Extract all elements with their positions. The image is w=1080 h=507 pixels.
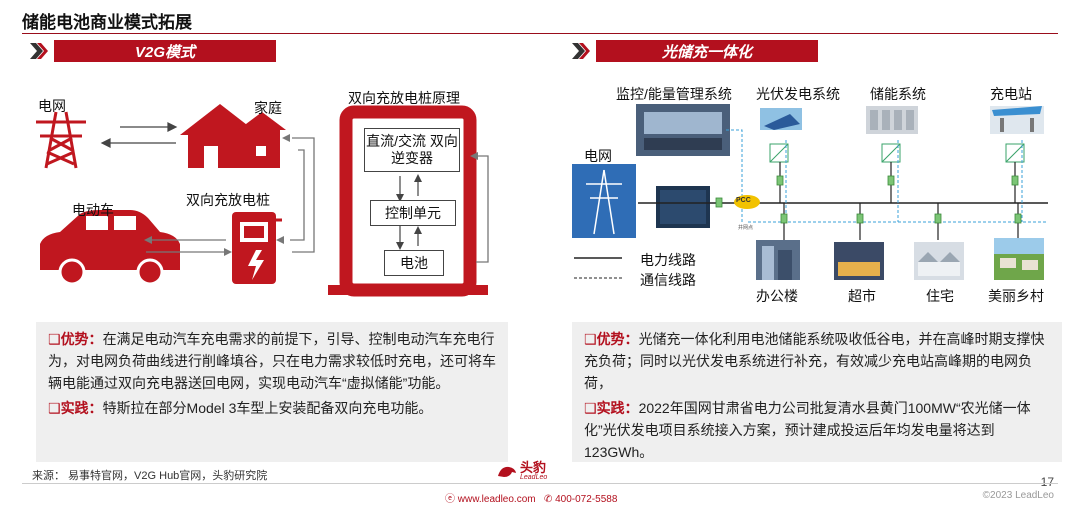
footer-contact: ⓔ www.leadleo.com ✆ 400-072-5588 xyxy=(445,490,617,505)
website-link[interactable]: www.leadleo.com xyxy=(457,494,536,505)
left-section-title: V2G模式 xyxy=(54,40,276,62)
page-number: 17 xyxy=(1040,475,1054,489)
left-advantage: ❑优势：在满足电动汽车充电需求的前提下，引导、控制电动汽车充电行为，对电网负荷曲… xyxy=(48,331,496,391)
web-icon: ⓔ xyxy=(445,494,455,505)
label-home: 家庭 xyxy=(254,100,282,116)
leadleo-logo: 头豹 LeadLeo xyxy=(497,461,547,481)
left-section-header: V2G模式 xyxy=(30,40,276,62)
leopard-logo-icon xyxy=(498,466,516,477)
label-station: 充电站 xyxy=(990,86,1032,102)
label-grid: 电网 xyxy=(38,98,66,114)
label-office: 办公楼 xyxy=(756,288,798,304)
charger-icon xyxy=(232,212,282,284)
copyright: ©2023 LeadLeo xyxy=(982,490,1054,501)
label-pv: 光伏发电系统 xyxy=(756,86,840,102)
label-charger: 双向充放电桩 xyxy=(186,192,270,208)
phone-number: 400-072-5588 xyxy=(555,494,618,505)
source-note: 来源： 易事特官网，V2G Hub官网，头豹研究院 xyxy=(32,470,268,482)
label-grid-right: 电网 xyxy=(584,148,612,164)
right-advantage: ❑优势：光储充一体化利用电池储能系统吸收低谷电，并在高峰时期支撑快充负荷；同时以… xyxy=(584,331,1045,391)
label-power-line: 电力线路 xyxy=(640,252,696,268)
pcc-label: PCC xyxy=(736,197,751,204)
inverter-box: 直流/交流 双向逆变器 xyxy=(364,128,460,172)
checkbox-bullet-icon: ❑ xyxy=(48,400,61,416)
label-residence: 住宅 xyxy=(926,288,954,304)
left-practice: ❑实践：特斯拉在部分Model 3车型上安装配备双向充电功能。 xyxy=(48,400,433,416)
label-village: 美丽乡村 xyxy=(988,288,1044,304)
label-ev: 电动车 xyxy=(72,202,114,218)
page-title: 储能电池商业模式拓展 xyxy=(22,13,192,32)
principle-frame xyxy=(328,105,489,297)
battery-box: 电池 xyxy=(384,250,444,276)
right-section-title: 光储充一体化 xyxy=(596,40,818,62)
power-tower-icon xyxy=(36,111,86,169)
house-icon xyxy=(180,104,286,168)
label-market: 超市 xyxy=(848,288,876,304)
label-storage: 储能系统 xyxy=(870,86,926,102)
right-section-header: 光储充一体化 xyxy=(572,40,818,62)
checkbox-bullet-icon: ❑ xyxy=(584,400,597,416)
right-practice: ❑实践：2022年国网甘肃省电力公司批复清水县黄门100MW“农光储一体化”光伏… xyxy=(584,400,1031,460)
control-box: 控制单元 xyxy=(370,200,456,226)
double-chevron-icon xyxy=(572,43,590,59)
v2g-diagram xyxy=(36,104,489,297)
title-divider xyxy=(22,33,1058,34)
footer-divider xyxy=(22,483,1058,484)
label-comm-line: 通信线路 xyxy=(640,272,696,288)
right-info-panel: ❑优势：光储充一体化利用电池储能系统吸收低谷电，并在高峰时期支撑快充负荷；同时以… xyxy=(572,322,1062,462)
label-monitor: 监控/能量管理系统 xyxy=(616,86,732,102)
checkbox-bullet-icon: ❑ xyxy=(584,331,597,347)
car-icon xyxy=(40,210,180,286)
pcc-sub-label: 并网点 xyxy=(738,225,754,231)
pv-storage-diagram xyxy=(572,104,1048,280)
grid-image xyxy=(572,164,636,238)
checkbox-bullet-icon: ❑ xyxy=(48,331,61,347)
label-principle: 双向充放电桩原理 xyxy=(348,90,460,106)
double-chevron-icon xyxy=(30,43,48,59)
left-info-panel: ❑优势：在满足电动汽车充电需求的前提下，引导、控制电动汽车充电行为，对电网负荷曲… xyxy=(36,322,508,462)
phone-icon: ✆ xyxy=(543,494,553,505)
